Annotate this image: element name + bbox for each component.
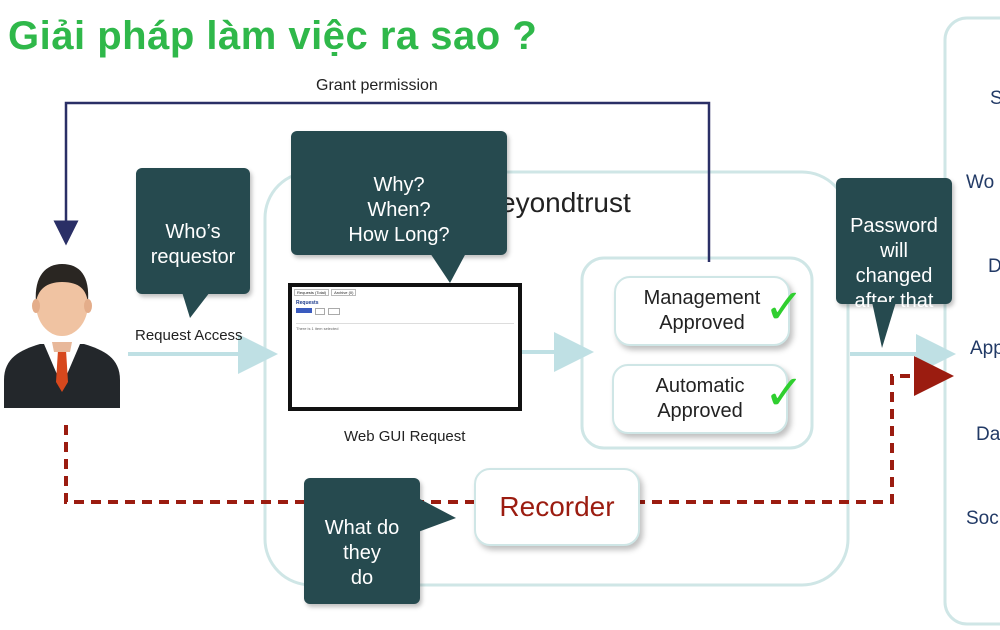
request-access-label: Request Access [135,327,243,344]
system-item: S [990,88,1000,109]
approval-line: Management [643,287,761,309]
grant-permission-line [53,101,711,262]
gui-filter-text: There is 1 item selected [296,326,339,331]
callout-line: do [350,567,374,589]
grant-permission-label: Grant permission [316,77,438,94]
callout-line: Why? [373,174,425,196]
checkmark-icon: ✓ [764,367,805,420]
gui-table-header [296,319,514,324]
system-item: Da [976,424,1000,445]
beyondtrust-label: eyondtrust [500,187,631,218]
management-approved-box: Management Approved [614,276,790,346]
recorder-box: Recorder [474,468,640,546]
systems-list: S Wo D App Da Soc [960,0,1000,630]
gui-button [328,308,340,315]
web-gui-request-label: Web GUI Request [344,428,466,445]
automatic-approved-box: Automatic Approved [612,364,788,434]
system-item: Soc [966,508,999,529]
callout-line: What do they [324,517,400,564]
gui-toolbar [292,306,518,317]
whos-requestor-callout: Who’s requestor [136,168,250,294]
password-callout: Password will changed after that [836,178,952,312]
callout-line: Password [850,215,938,237]
gui-tab: Requests (Total) [294,289,330,296]
callout-line: requestor [150,246,236,268]
system-item: D [988,256,1000,277]
page-title: Giải pháp làm việc ra sao ? [8,14,538,58]
gui-title: Requests [296,300,319,306]
callout-tail [872,302,896,348]
checkmark-icon: ✓ [764,281,805,334]
system-item: App [970,338,1000,359]
callout-line: changed [855,265,933,287]
callout-line: will [880,240,908,262]
web-gui-screenshot: Requests (Total) Archive (0) Requests Th… [288,283,522,411]
callout-line: Who’s [165,221,221,243]
callout-tail [418,498,456,532]
callout-tail [430,253,466,283]
session-recording-path [64,356,954,504]
gui-new-button [296,308,312,313]
gui-tab: Archive (0) [331,289,357,296]
approval-line: Automatic [655,375,745,397]
gui-button [315,308,325,315]
what-do-they-do-callout: What do they do [304,478,420,604]
approval-line: Approved [657,400,743,422]
gui-tabs: Requests (Total) Archive (0) [292,287,518,298]
callout-line: When? [367,199,431,221]
why-when-callout: Why? When? How Long? [291,131,507,255]
businessman-icon [4,264,120,408]
callout-line: How Long? [348,224,450,246]
systems-frame [943,16,1000,626]
system-item: Wo [966,172,995,193]
approval-line: Approved [659,312,745,334]
callout-tail [182,292,210,318]
